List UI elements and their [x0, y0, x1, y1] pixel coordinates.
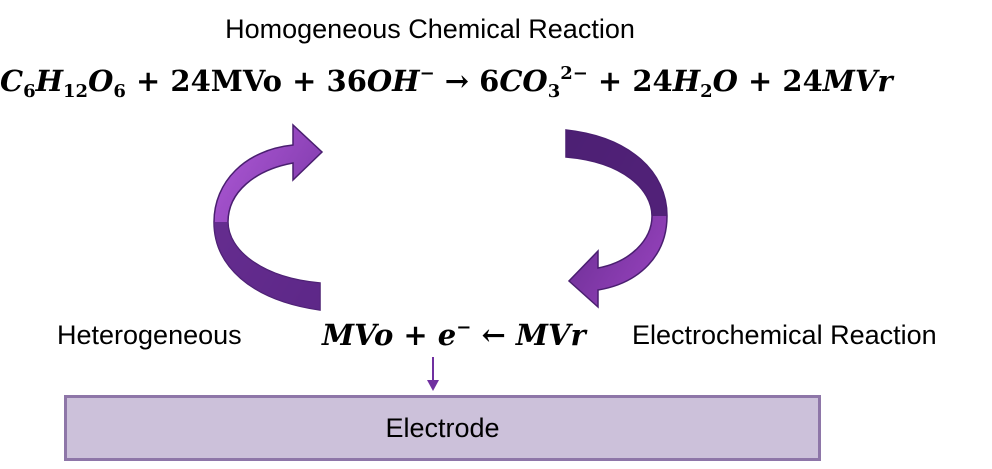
- electrode-label: Electrode: [385, 412, 500, 443]
- electrode-equation: MVo + e− ← MVr: [322, 317, 586, 352]
- left-cycle-arrow: [213, 123, 324, 311]
- heterogeneous-label: Heterogeneous: [57, 320, 242, 350]
- homogeneous-equation: C6H12O6 + 24MVo + 36OH− → 6CO32− + 24H2O…: [0, 63, 893, 102]
- electron-transfer-arrow: [427, 357, 439, 391]
- right-cycle-arrow: [565, 129, 668, 309]
- electrode-box: Electrode: [64, 395, 821, 461]
- electrochemical-reaction-label: Electrochemical Reaction: [632, 320, 937, 350]
- homogeneous-reaction-title: Homogeneous Chemical Reaction: [225, 14, 635, 44]
